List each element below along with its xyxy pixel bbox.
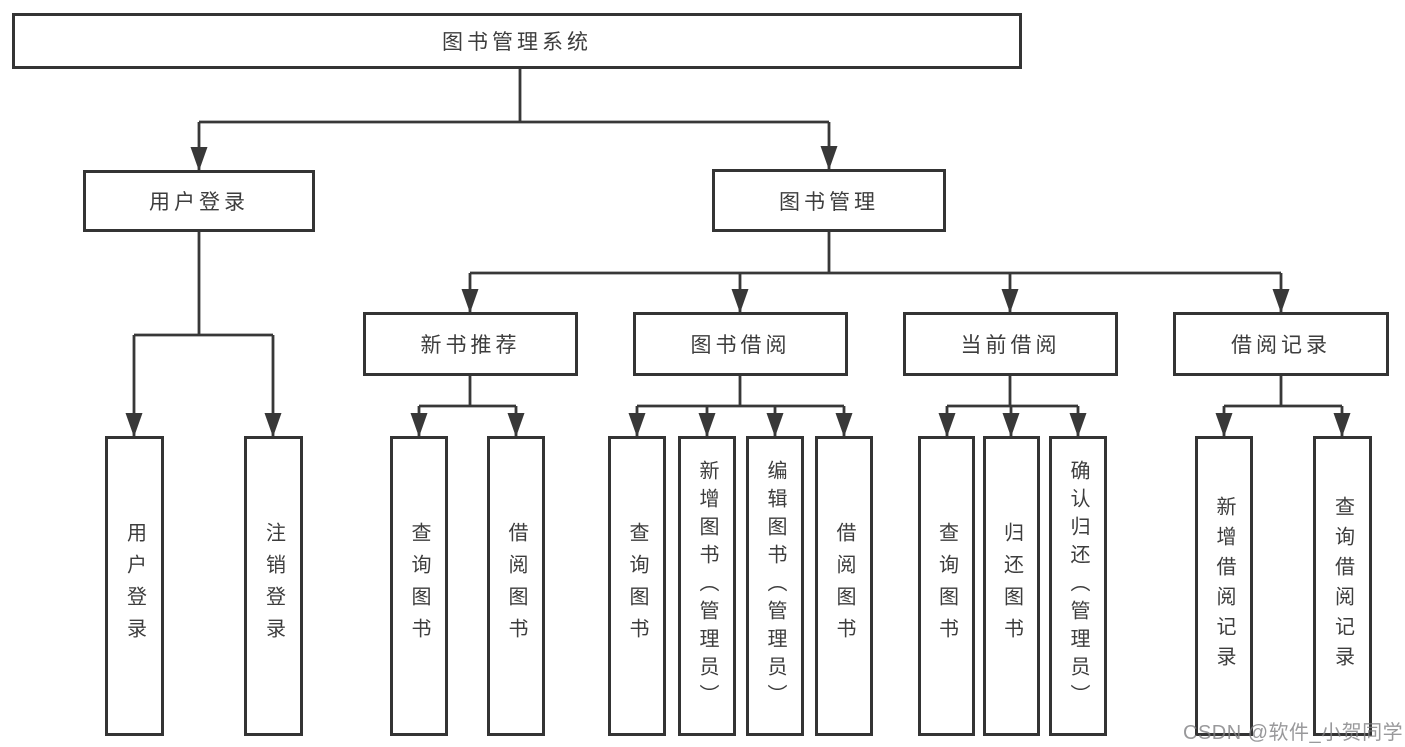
- csdn-watermark: CSDN @软件_小贺同学: [1183, 722, 1404, 744]
- node-new-book-recommend: 新书推荐: [363, 312, 578, 376]
- leaf-add-book-admin: 新增图书（管理员）: [678, 436, 736, 736]
- leaf-borrow-books-borrow: 借阅图书: [815, 436, 873, 736]
- node-current-borrowing: 当前借阅: [903, 312, 1118, 376]
- leaf-query-books-recommend: 查询图书: [390, 436, 448, 736]
- leaf-query-books-borrow: 查询图书: [608, 436, 666, 736]
- node-book-borrowing: 图书借阅: [633, 312, 848, 376]
- leaf-user-login: 用户登录: [105, 436, 164, 736]
- node-root-library-management-system: 图书管理系统: [12, 13, 1022, 69]
- leaf-borrow-books-recommend: 借阅图书: [487, 436, 545, 736]
- leaf-confirm-return-admin: 确认归还（管理员）: [1049, 436, 1107, 736]
- node-book-management: 图书管理: [712, 169, 946, 232]
- leaf-add-borrow-record: 新增借阅记录: [1195, 436, 1253, 736]
- leaf-logout: 注销登录: [244, 436, 303, 736]
- leaf-edit-book-admin: 编辑图书（管理员）: [746, 436, 804, 736]
- node-user-login: 用户登录: [83, 170, 315, 232]
- node-borrowing-records: 借阅记录: [1173, 312, 1389, 376]
- leaf-query-borrow-record: 查询借阅记录: [1313, 436, 1372, 736]
- leaf-return-books: 归还图书: [983, 436, 1040, 736]
- leaf-query-books-current: 查询图书: [918, 436, 975, 736]
